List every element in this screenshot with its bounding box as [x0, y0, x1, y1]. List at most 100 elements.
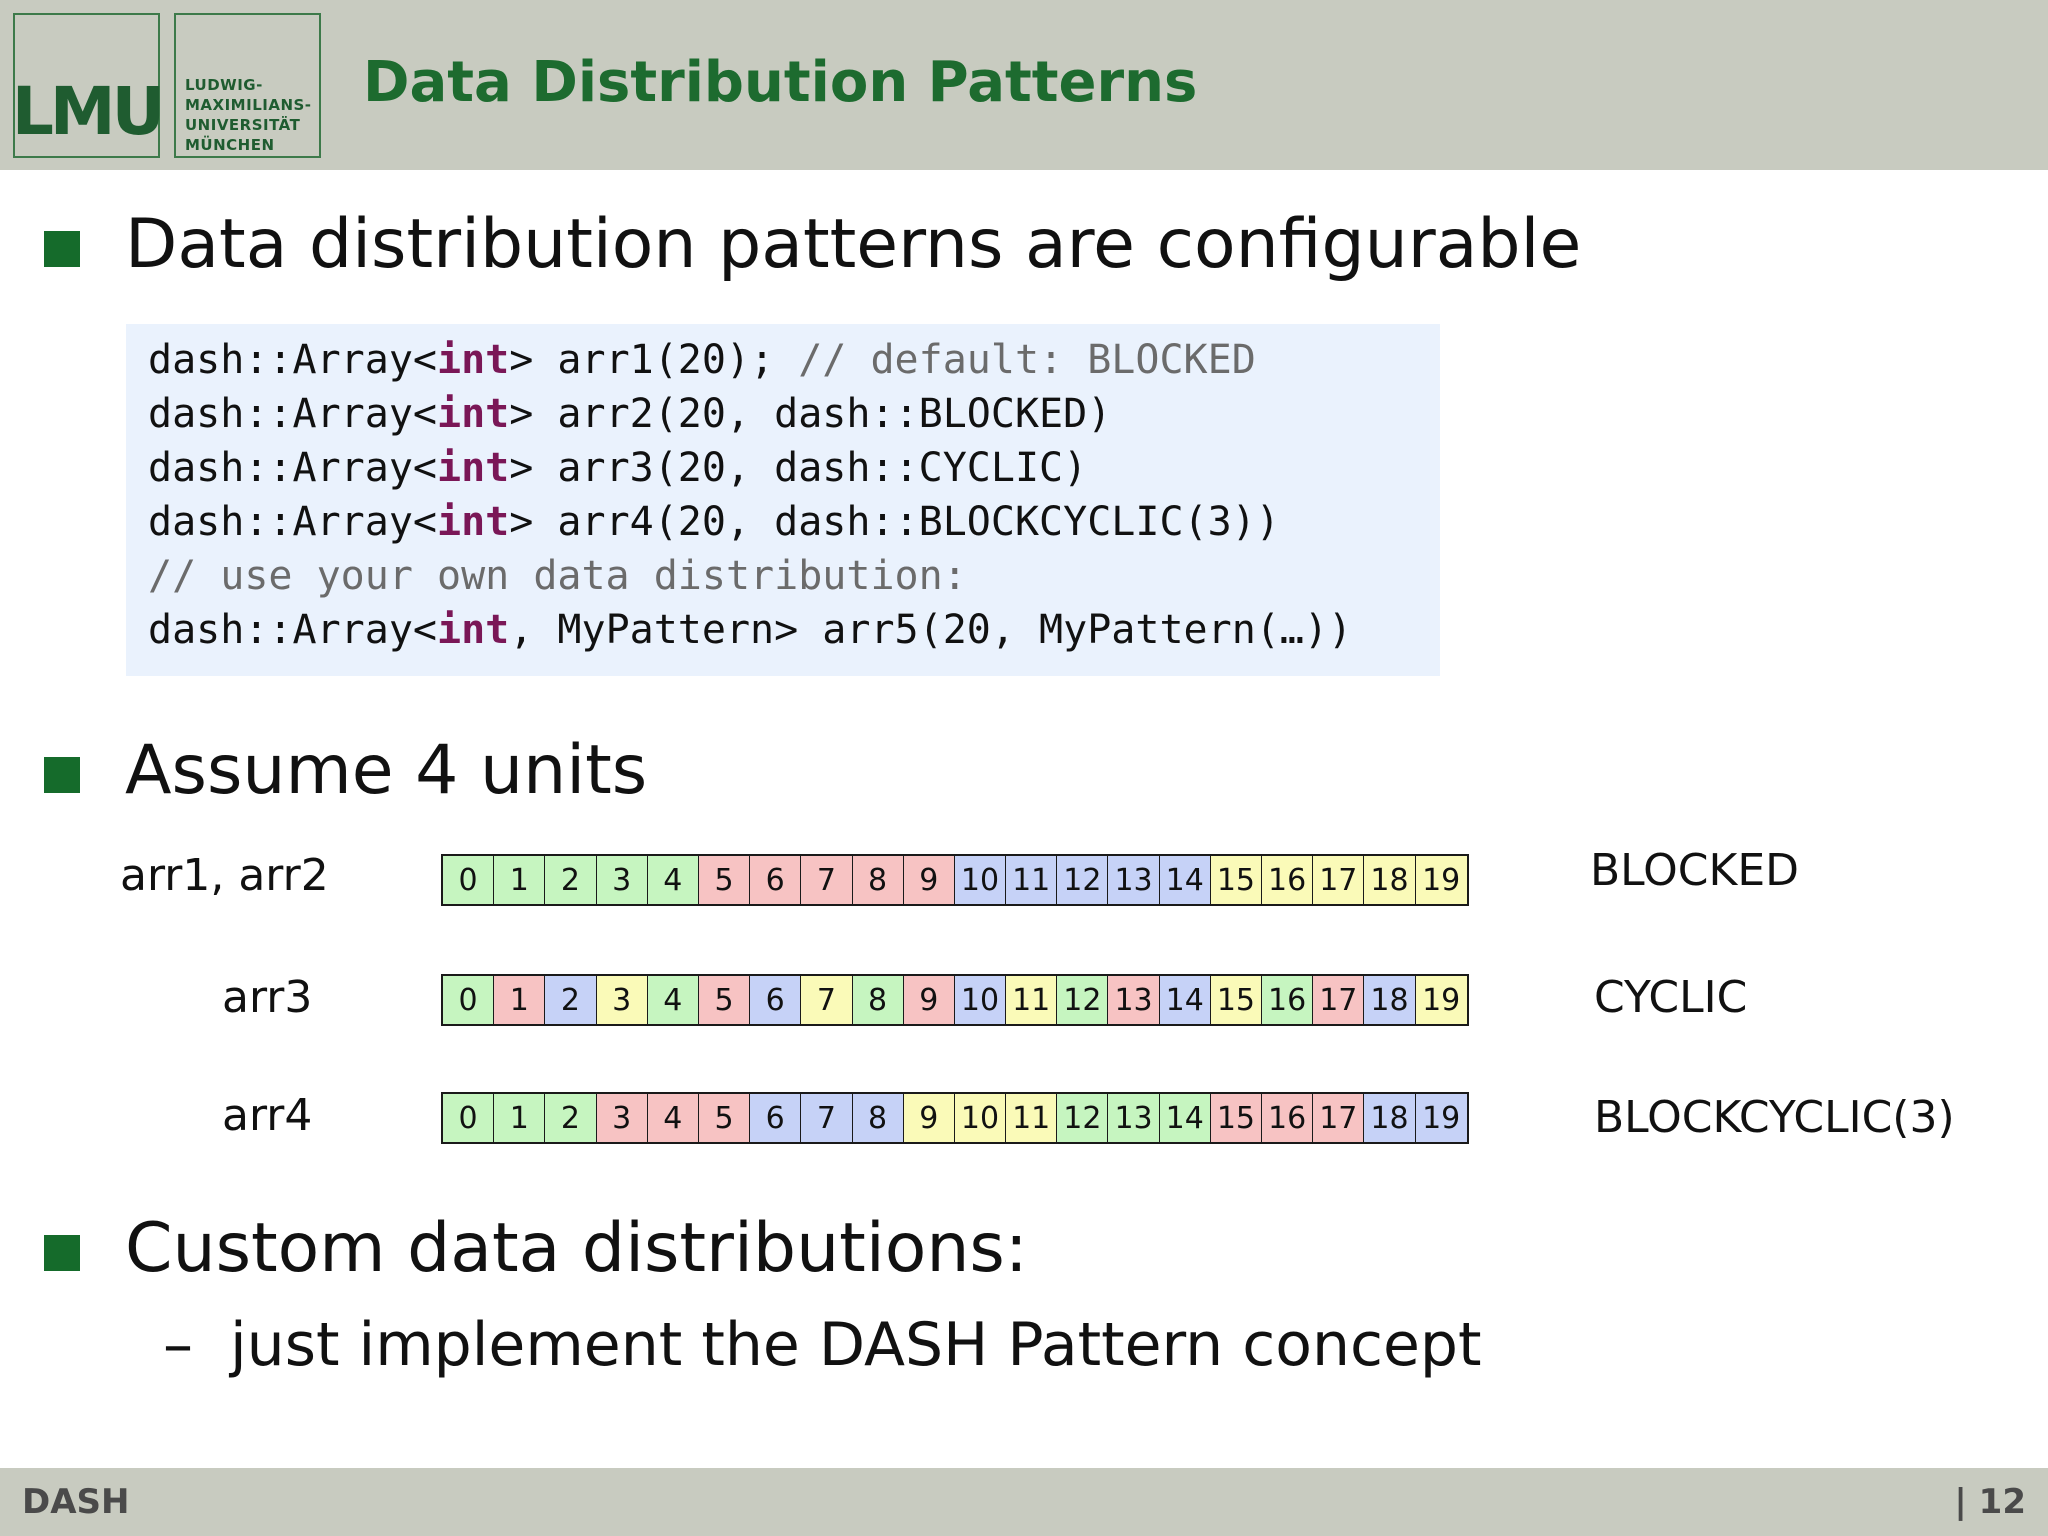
- sub-bullet-dash: –: [163, 1310, 193, 1380]
- array-cell: 17: [1313, 976, 1365, 1024]
- array-cell: 6: [750, 1094, 802, 1142]
- array-cell: 13: [1108, 856, 1160, 904]
- logo-line: LUDWIG-: [185, 76, 263, 94]
- array-cell: 14: [1159, 856, 1211, 904]
- array-cell: 13: [1108, 1094, 1160, 1142]
- array-cell: 2: [545, 1094, 597, 1142]
- code-line: dash::Array<int, MyPattern> arr5(20, MyP…: [148, 603, 1352, 657]
- array-cell: 15: [1210, 856, 1262, 904]
- sub-bullet-text: just implement the DASH Pattern concept: [230, 1310, 1482, 1380]
- array-cell: 10: [954, 976, 1007, 1024]
- code-line: dash::Array<int> arr1(20); // default: B…: [148, 333, 1256, 387]
- bullet-text: Assume 4 units: [125, 731, 648, 810]
- array-cell: 9: [903, 976, 955, 1024]
- array-cell: 1: [494, 976, 546, 1024]
- array-cell: 18: [1364, 1094, 1416, 1142]
- array-cell: 11: [1006, 976, 1058, 1024]
- array-cell: 4: [647, 856, 699, 904]
- array-cell: 0: [443, 976, 495, 1024]
- code-line: dash::Array<int> arr2(20, dash::BLOCKED): [148, 387, 1111, 441]
- code-comment: // default: BLOCKED: [798, 337, 1256, 383]
- slide-footer: DASH | 12: [0, 1468, 2048, 1536]
- array-cell: 14: [1159, 1094, 1211, 1142]
- code-keyword: int: [436, 499, 510, 545]
- array-cell: 8: [852, 1094, 904, 1142]
- bullet-text: Data distribution patterns are configura…: [125, 205, 1582, 284]
- array-cell: 9: [903, 1094, 955, 1142]
- array-cell: 11: [1006, 856, 1058, 904]
- array-cell: 10: [954, 856, 1007, 904]
- slide-header: LMU LUDWIG- MAXIMILIANS- UNIVERSITÄT MÜN…: [0, 0, 2048, 170]
- array-cell: 7: [801, 976, 853, 1024]
- code-text: > arr4(20, dash::BLOCKCYCLIC(3)): [509, 499, 1280, 545]
- code-text: dash::Array<: [148, 499, 437, 545]
- logo-line: MAXIMILIANS-: [185, 96, 312, 114]
- array-cell: 17: [1313, 856, 1365, 904]
- array-cell: 4: [647, 1094, 699, 1142]
- code-block: dash::Array<int> arr1(20); // default: B…: [126, 324, 1440, 676]
- array-cell: 14: [1159, 976, 1211, 1024]
- array-cell: 6: [750, 856, 802, 904]
- code-comment: // use your own data distribution:: [148, 553, 967, 599]
- pattern-label: CYCLIC: [1594, 972, 1748, 1023]
- array-row-label: arr1, arr2: [120, 850, 329, 901]
- code-line: // use your own data distribution:: [148, 549, 967, 603]
- logo-line: MÜNCHEN: [185, 136, 275, 154]
- array-cell: 16: [1262, 976, 1314, 1024]
- array-cell: 2: [545, 976, 597, 1024]
- array-cell: 18: [1364, 856, 1416, 904]
- array-cell: 0: [443, 856, 495, 904]
- footer-project-name: DASH: [22, 1482, 130, 1522]
- array-cell: 5: [698, 976, 751, 1024]
- code-keyword: int: [436, 391, 510, 437]
- code-text: dash::Array<: [148, 391, 437, 437]
- code-text: > arr3(20, dash::CYCLIC): [509, 445, 1088, 491]
- array-cell: 12: [1057, 1094, 1109, 1142]
- array-cell: 12: [1057, 976, 1109, 1024]
- university-name-logo: LUDWIG- MAXIMILIANS- UNIVERSITÄT MÜNCHEN: [174, 13, 321, 158]
- array-cell: 19: [1415, 1094, 1467, 1142]
- code-text: > arr2(20, dash::BLOCKED): [509, 391, 1112, 437]
- array-cell: 2: [545, 856, 597, 904]
- slide-title: Data Distribution Patterns: [363, 50, 1198, 115]
- array-cell: 3: [596, 976, 648, 1024]
- array-cell: 8: [852, 856, 904, 904]
- code-line: dash::Array<int> arr4(20, dash::BLOCKCYC…: [148, 495, 1280, 549]
- array-cell: 15: [1210, 976, 1262, 1024]
- code-text: dash::Array<: [148, 337, 437, 383]
- code-keyword: int: [436, 607, 510, 653]
- array-cell: 5: [698, 856, 751, 904]
- array-row-label: arr3: [222, 972, 313, 1023]
- bullet-text: Custom data distributions:: [125, 1209, 1028, 1288]
- array-cell: 0: [443, 1094, 495, 1142]
- array-cell: 7: [801, 856, 853, 904]
- logo-line: UNIVERSITÄT: [185, 116, 301, 134]
- array-cell: 9: [903, 856, 955, 904]
- code-line: dash::Array<int> arr3(20, dash::CYCLIC): [148, 441, 1087, 495]
- lmu-logo-mark: LMU: [12, 13, 165, 158]
- array-cell: 1: [494, 856, 546, 904]
- array-cell: 1: [494, 1094, 546, 1142]
- array-cell: 16: [1262, 1094, 1314, 1142]
- array-cell: 10: [954, 1094, 1007, 1142]
- bullet-square-icon: [44, 231, 80, 267]
- bullet-square-icon: [44, 1235, 80, 1271]
- array-cell: 19: [1415, 976, 1467, 1024]
- array-cell: 5: [698, 1094, 751, 1142]
- code-text: , MyPattern> arr5(20, MyPattern(…)): [509, 607, 1353, 653]
- array-cell: 3: [596, 856, 648, 904]
- array-cell: 17: [1313, 1094, 1365, 1142]
- array-cell: 16: [1262, 856, 1314, 904]
- page-number: | 12: [1954, 1482, 2026, 1522]
- pattern-label: BLOCKCYCLIC(3): [1594, 1092, 1955, 1143]
- code-keyword: int: [436, 445, 510, 491]
- array-cell: 4: [647, 976, 699, 1024]
- code-text: dash::Array<: [148, 445, 437, 491]
- bullet-square-icon: [44, 757, 80, 793]
- array-cell: 8: [852, 976, 904, 1024]
- array-cell: 15: [1210, 1094, 1262, 1142]
- array-cell: 19: [1415, 856, 1467, 904]
